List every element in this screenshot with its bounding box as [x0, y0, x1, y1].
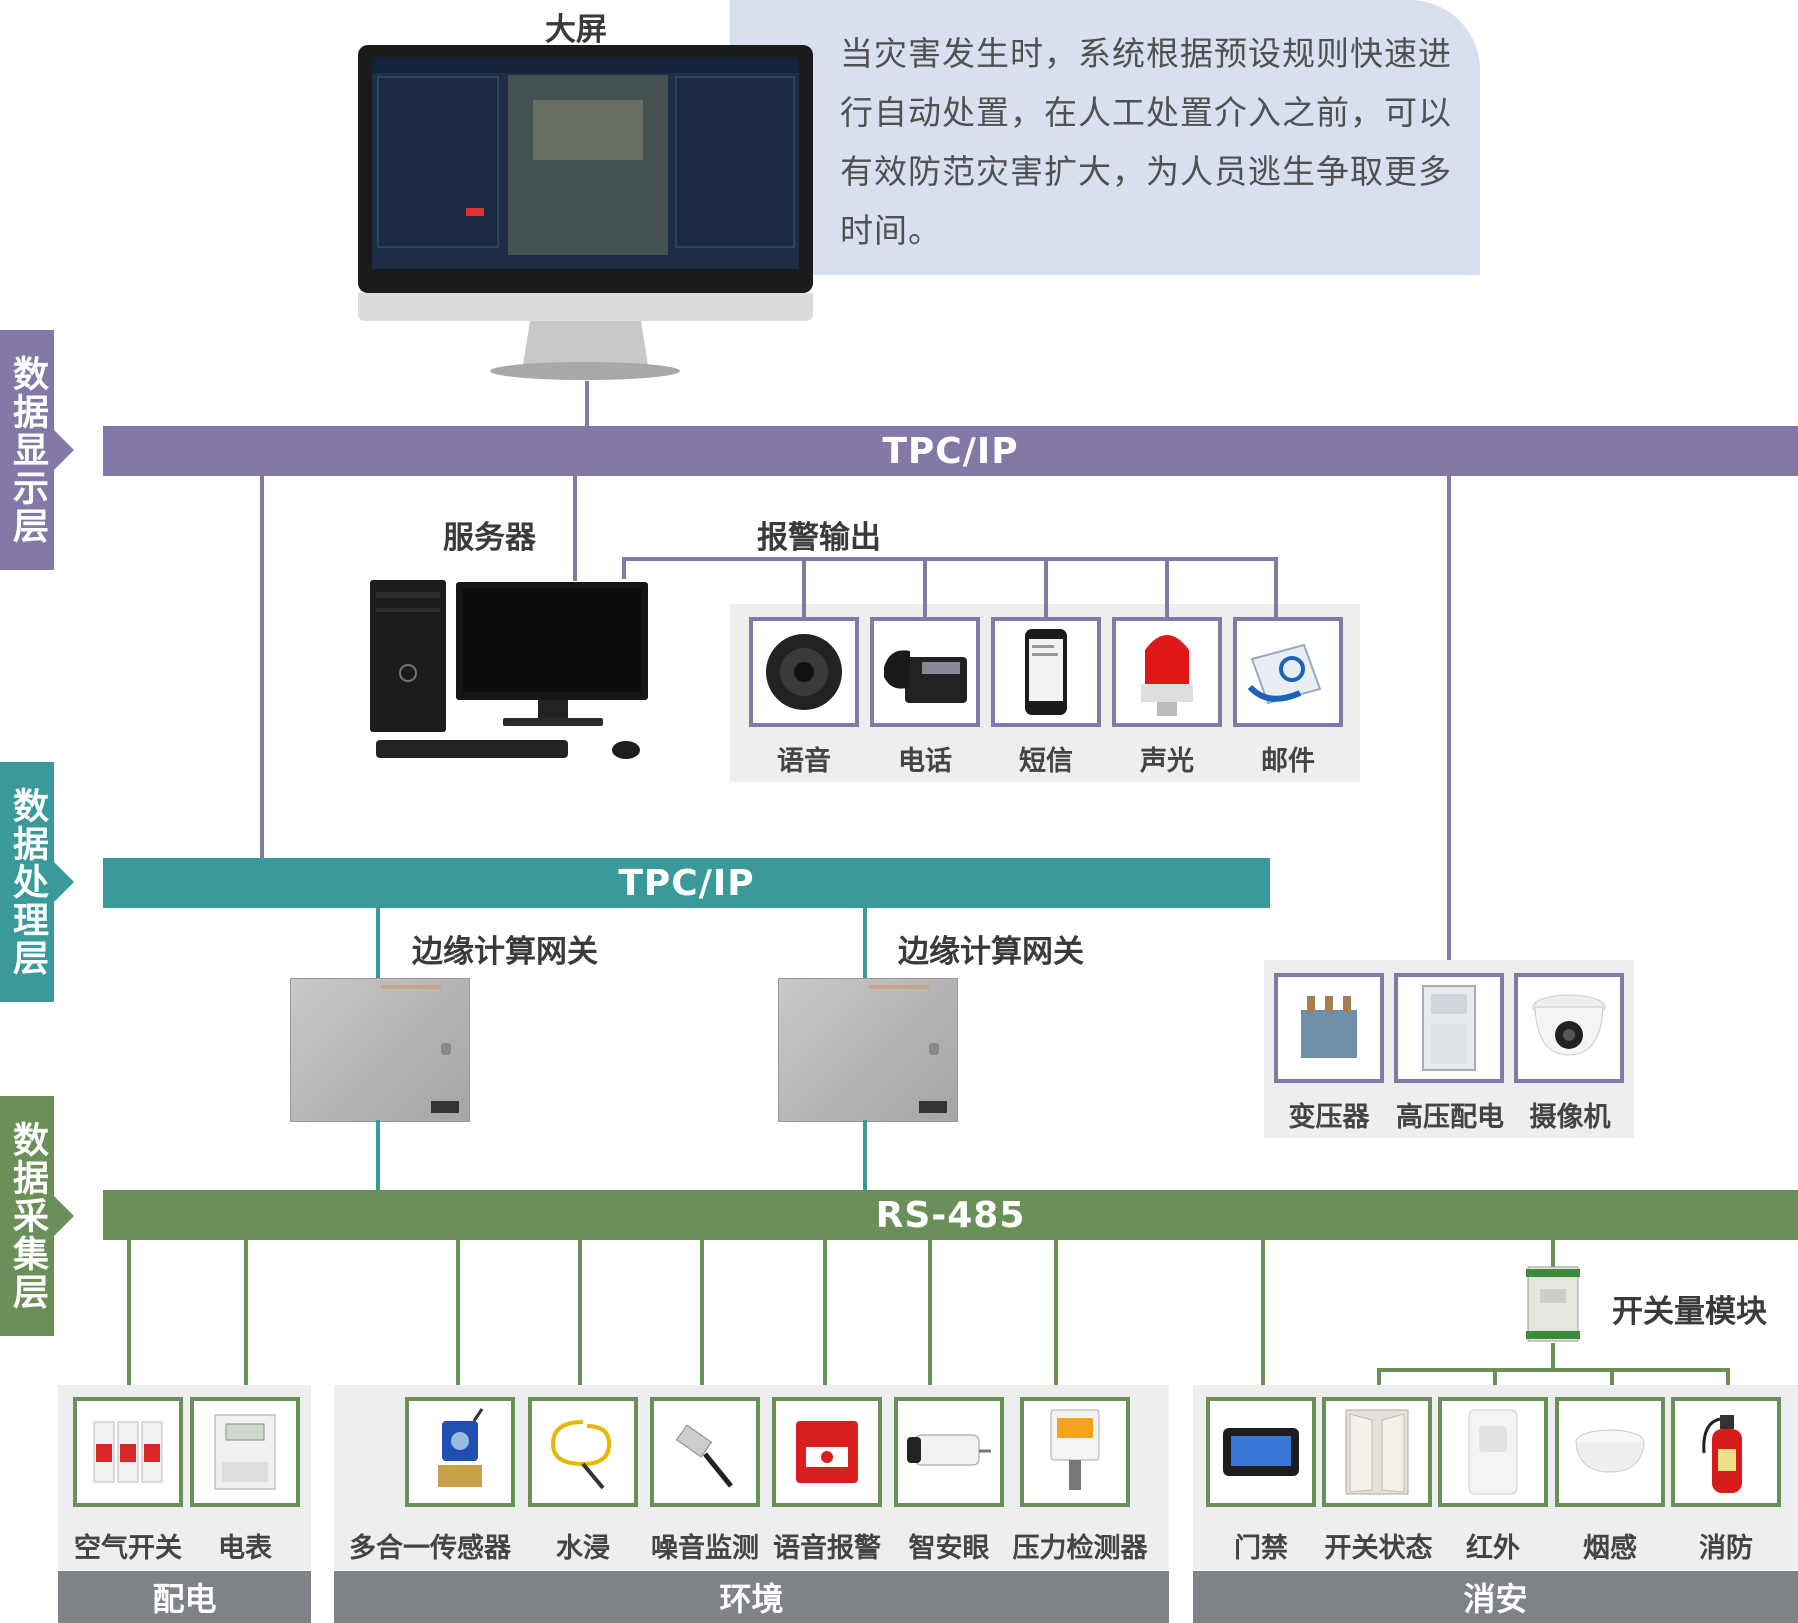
link-access-control [1261, 1240, 1265, 1385]
link-top-to-server [573, 476, 577, 581]
hv-switchgear-icon [1394, 973, 1504, 1083]
alarm-link-email [1274, 557, 1278, 617]
switch-module-label: 开关量模块 [1612, 1294, 1767, 1330]
alarm-link-sms [1044, 557, 1048, 617]
gateway-label: 边缘计算网关 [412, 934, 598, 970]
env-item-label: 智安眼 [908, 1533, 990, 1564]
noise-monitor-icon [650, 1397, 760, 1507]
env-item-label: 压力检测器 [1012, 1533, 1148, 1564]
infrared-sensor-icon [1438, 1397, 1548, 1507]
big-screen-label: 大屏 [545, 12, 607, 48]
gateway2-down-link [863, 1120, 867, 1190]
link-fire [1726, 1368, 1730, 1385]
right-device-label: 高压配电 [1396, 1102, 1504, 1133]
layer-tag-processing: 数据处理层 [0, 762, 74, 1002]
link-noise [700, 1240, 704, 1385]
layer-tag-collection: 数据采集层 [0, 1096, 74, 1336]
security-item-label: 门禁 [1234, 1533, 1288, 1564]
description-callout: 当灾害发生时，系统根据预设规则快速进行自动处置，在人工处置介入之前，可以有效防范… [730, 0, 1480, 275]
mobile-sms-icon [991, 617, 1101, 727]
alarm-item-label: 电话 [898, 746, 952, 777]
security-item-label: 消防 [1699, 1533, 1753, 1564]
gateway2-up-link [863, 908, 867, 978]
link-meter [244, 1240, 248, 1385]
pressure-detector-icon [1020, 1397, 1130, 1507]
camera-icon [1514, 973, 1624, 1083]
alarm-bracket [622, 557, 1278, 561]
transformer-icon [1274, 973, 1384, 1083]
env-item-label: 语音报警 [773, 1533, 881, 1564]
power-item-label: 空气开关 [74, 1533, 182, 1564]
alarm-link-light [1165, 557, 1169, 617]
category-environment: 环境 [334, 1571, 1169, 1623]
switch-module-down [1551, 1343, 1555, 1371]
multi-gas-sensor-icon [405, 1397, 515, 1507]
edge-gateway-box [778, 978, 958, 1122]
gateway1-up-link [376, 908, 380, 978]
water-leak-sensor-icon [528, 1397, 638, 1507]
right-device-label: 摄像机 [1529, 1102, 1611, 1133]
air-switch-icon [73, 1397, 183, 1507]
alarm-item-label: 语音 [777, 746, 831, 777]
alarm-link-phone [923, 557, 927, 617]
link-smoke [1610, 1368, 1614, 1385]
bus-rs485: RS-485 [103, 1190, 1798, 1240]
gateway1-down-link [376, 1120, 380, 1190]
link-switch-module [1551, 1240, 1555, 1270]
server-computer [368, 578, 648, 768]
screen-link [585, 381, 589, 426]
bus-tcpip-top: TPC/IP [103, 426, 1798, 476]
telephone-icon [870, 617, 980, 727]
category-security: 消安 [1193, 1571, 1798, 1623]
alarm-output-label: 报警输出 [757, 520, 881, 556]
env-item-label: 噪音监测 [651, 1533, 759, 1564]
security-item-label: 开关状态 [1324, 1533, 1433, 1564]
switch-module-device [1522, 1265, 1584, 1343]
access-control-icon [1206, 1397, 1316, 1507]
electric-meter-icon [190, 1397, 300, 1507]
big-screen-monitor [358, 45, 813, 381]
email-icon [1233, 617, 1343, 727]
security-item-label: 烟感 [1583, 1533, 1637, 1564]
env-item-label: 多合一传感器 [349, 1533, 511, 1564]
bus-tcpip-middle: TPC/IP [103, 858, 1270, 908]
alarm-bracket-left [622, 557, 626, 579]
link-top-to-middle [260, 476, 264, 858]
gateway-label: 边缘计算网关 [898, 934, 1084, 970]
alarm-link-voice [802, 557, 806, 617]
smoke-detector-icon [1555, 1397, 1665, 1507]
alarm-item-label: 声光 [1140, 746, 1194, 777]
layer-tag-display: 数据显示层 [0, 330, 74, 570]
link-water-leak [578, 1240, 582, 1385]
voice-alarm-icon [772, 1397, 882, 1507]
link-switch-state [1377, 1368, 1381, 1385]
power-item-label: 电表 [218, 1533, 272, 1564]
link-infrared [1493, 1368, 1497, 1385]
fire-extinguisher-icon [1671, 1397, 1781, 1507]
link-top-to-right-devices [1447, 476, 1451, 973]
link-smart-eye [928, 1240, 932, 1385]
switch-module-bracket [1377, 1368, 1728, 1372]
link-pressure [1054, 1240, 1058, 1385]
strobe-light-icon [1112, 617, 1222, 727]
env-item-label: 水浸 [556, 1533, 610, 1564]
category-power: 配电 [58, 1571, 311, 1623]
speaker-icon [749, 617, 859, 727]
alarm-item-label: 邮件 [1261, 746, 1315, 777]
edge-gateway-box [290, 978, 470, 1122]
link-multi-sensor [456, 1240, 460, 1385]
security-item-label: 红外 [1466, 1533, 1520, 1564]
alarm-item-label: 短信 [1019, 746, 1073, 777]
callout-text: 当灾害发生时，系统根据预设规则快速进行自动处置，在人工处置介入之前，可以有效防范… [840, 34, 1452, 250]
smart-eye-camera-icon [894, 1397, 1004, 1507]
door-switch-state-icon [1322, 1397, 1432, 1507]
link-voice-alarm [823, 1240, 827, 1385]
link-air-switch [127, 1240, 131, 1385]
server-label: 服务器 [443, 520, 536, 556]
right-device-label: 变压器 [1288, 1102, 1370, 1133]
